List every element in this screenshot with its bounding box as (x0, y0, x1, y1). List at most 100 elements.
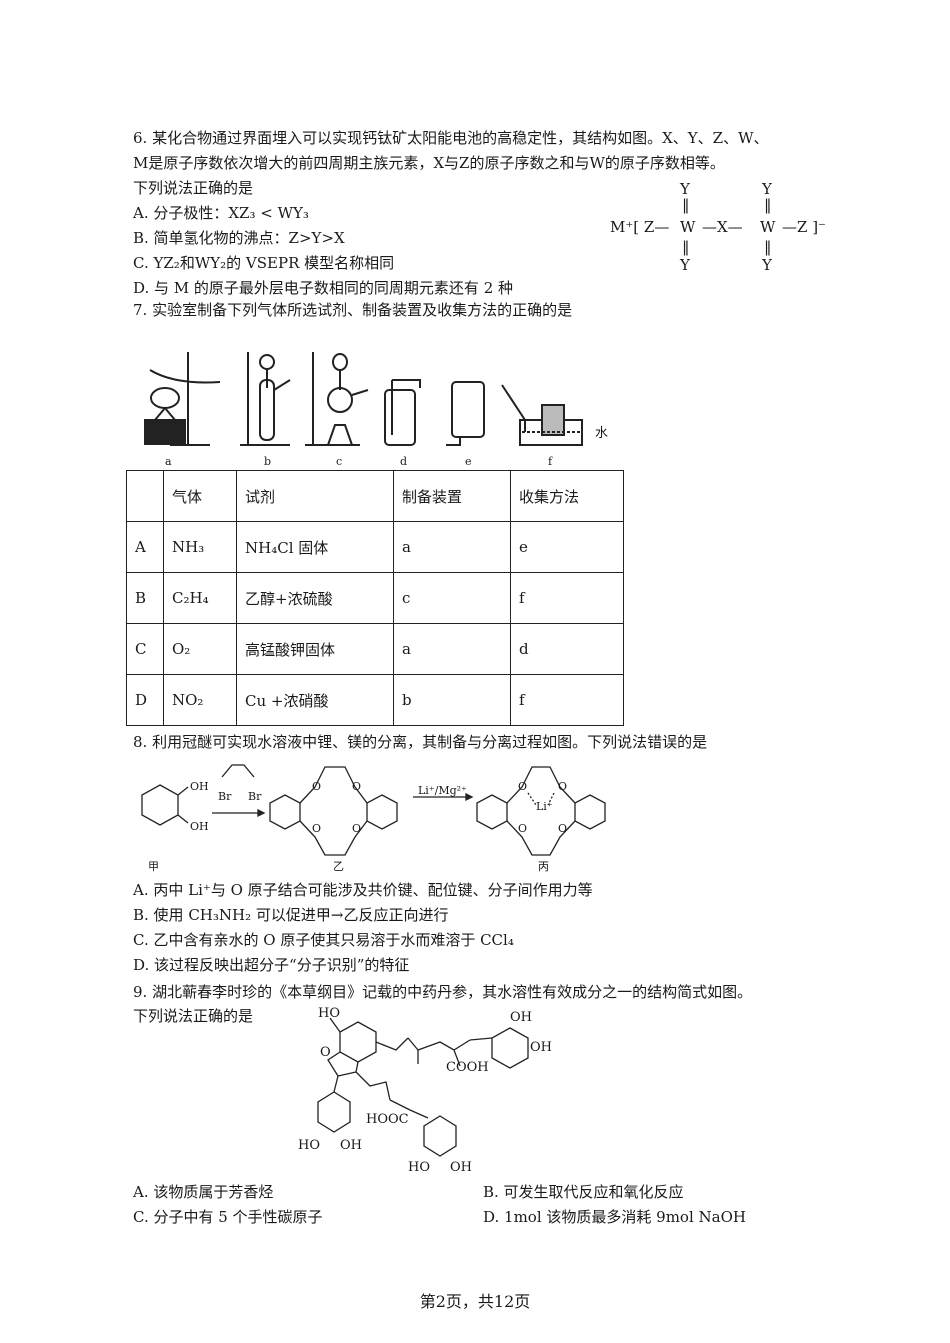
table-cell: d (510, 623, 624, 675)
q6-y-bottom-1: Y (680, 256, 690, 274)
q6-y-bottom-2: Y (762, 256, 772, 274)
q8-option-d: D. 该过程反映出超分子“分子识别”的特征 (133, 956, 410, 974)
q9-hooc: HOOC (366, 1112, 409, 1127)
q6-stem-line3: 下列说法正确的是 (133, 179, 254, 197)
table-header-cell (126, 470, 164, 522)
q8-oh-2: OH (190, 820, 209, 833)
q6-double-bond-4: ‖ (764, 238, 772, 256)
water-label: 水 (595, 426, 609, 441)
q6-structure-figure: Y ‖ Y ‖ M⁺[ Z— W —X— W —Z ]⁻ ‖ Y ‖ Y (610, 180, 850, 280)
q9-oh-right: OH (530, 1040, 552, 1055)
q8-o-2: O (352, 780, 362, 793)
q8-li-ion: Li⁺ (536, 800, 553, 813)
page-footer: 第2页，共12页 (419, 1292, 531, 1311)
q6-y-top-2: Y (762, 180, 772, 198)
q7-apparatus-figure: a (144, 352, 583, 455)
apparatus-label-d: d (400, 455, 408, 468)
q6-y-top-1: Y (680, 180, 690, 198)
q6-stem-line2: M是原子序数依次增大的前四周期主族元素，X与Z的原子序数之和与W的原子序数相等。 (133, 154, 725, 172)
table-cell: f (510, 674, 624, 726)
apparatus-f-icon (501, 384, 583, 446)
table-row: B C₂H₄ 乙醇+浓硫酸 c f (126, 572, 624, 624)
table-cell: c (393, 572, 511, 624)
q8-label-jia: 甲 (148, 860, 159, 873)
q9-ho-bottom-left: HO (298, 1138, 320, 1153)
q9-option-a: A. 该物质属于芳香烃 (133, 1183, 274, 1201)
q9-stem-line1: 9. 湖北蕲春李时珍的《本草纲目》记载的中药丹参，其水溶性有效成分之一的结构简式… (133, 983, 753, 1001)
table-cell: D (126, 674, 164, 726)
q9-o-ring: O (320, 1045, 331, 1060)
q8-option-b: B. 使用 CH₃NH₂ 可以促进甲→乙反应正向进行 (133, 906, 449, 924)
q9-oh-bottom-left: OH (340, 1138, 362, 1153)
apparatus-label-a: a (165, 455, 172, 468)
q9-oh-top-right: OH (510, 1010, 532, 1025)
table-cell: Cu +浓硝酸 (236, 674, 394, 726)
q9-stem-line2: 下列说法正确的是 (133, 1007, 254, 1025)
q8-br-2: Br (248, 790, 262, 803)
q9-ho-bottom: HO (408, 1160, 430, 1175)
table-row: C O₂ 高锰酸钾固体 a d (126, 623, 624, 675)
q6-struct-x: —X— (702, 218, 743, 236)
q6-double-bond-2: ‖ (764, 196, 772, 214)
q9-structure-figure (317, 1017, 529, 1157)
table-cell: A (126, 521, 164, 573)
q9-ho-top: HO (318, 1006, 340, 1021)
table-header-cell: 气体 (163, 470, 237, 522)
q6-struct-right: —Z ]⁻ (782, 218, 826, 236)
table-cell: f (510, 572, 624, 624)
table-cell: e (510, 521, 624, 573)
table-header-cell: 试剂 (236, 470, 394, 522)
q8-oh-1: OH (190, 780, 209, 793)
q8-o-8: O (558, 822, 568, 835)
table-cell: C (126, 623, 164, 675)
table-row: A NH₃ NH₄Cl 固体 a e (126, 521, 624, 573)
q6-struct-left: M⁺[ Z— (610, 218, 670, 236)
q9-cooh: COOH (446, 1060, 489, 1075)
q8-label-yi: 乙 (333, 860, 344, 873)
q8-br-1: Br (218, 790, 232, 803)
table-cell: 高锰酸钾固体 (236, 623, 394, 675)
apparatus-label-c: c (336, 455, 343, 468)
table-cell: a (393, 623, 511, 675)
table-row: D NO₂ Cu +浓硝酸 b f (126, 674, 624, 726)
q8-o-5: O (518, 780, 528, 793)
q6-option-d: D. 与 M 的原子最外层电子数相同的同周期元素还有 2 种 (133, 279, 514, 297)
apparatus-label-e: e (465, 455, 472, 468)
apparatus-b-icon (240, 352, 291, 446)
apparatus-e-icon (446, 381, 485, 446)
table-cell: 乙醇+浓硫酸 (236, 572, 394, 624)
q8-label-bing: 丙 (538, 860, 549, 873)
q9-option-d: D. 1mol 该物质最多消耗 9mol NaOH (483, 1208, 746, 1226)
q9-oh-bottom: OH (450, 1160, 472, 1175)
q6-option-c: C. YZ₂和WY₂的 VSEPR 模型名称相同 (133, 254, 395, 272)
table-cell: b (393, 674, 511, 726)
q7-table: 气体 试剂 制备装置 收集方法 A NH₃ NH₄Cl 固体 a e B C₂H… (126, 470, 624, 726)
table-cell: NH₄Cl 固体 (236, 521, 394, 573)
q8-o-7: O (518, 822, 528, 835)
q8-arrow-label: Li⁺/Mg²⁺ (418, 784, 467, 797)
q6-option-a: A. 分子极性：XZ₃ < WY₃ (133, 204, 309, 222)
q7-stem: 7. 实验室制备下列气体所选试剂、制备装置及收集方法的正确的是 (133, 301, 573, 319)
q8-o-4: O (352, 822, 362, 835)
q9-option-b: B. 可发生取代反应和氧化反应 (483, 1183, 684, 1201)
table-cell: B (126, 572, 164, 624)
apparatus-a-icon (144, 352, 221, 446)
q6-double-bond-1: ‖ (682, 196, 690, 214)
q6-struct-w1: W (680, 218, 696, 236)
apparatus-label-b: b (264, 455, 272, 468)
table-cell: NO₂ (163, 674, 237, 726)
apparatus-label-f: f (548, 455, 553, 468)
table-header-row: 气体 试剂 制备装置 收集方法 (126, 470, 624, 522)
q8-o-6: O (558, 780, 568, 793)
q6-double-bond-3: ‖ (682, 238, 690, 256)
q6-struct-w2: W (760, 218, 776, 236)
q8-o-1: O (312, 780, 322, 793)
q8-scheme-figure (141, 764, 606, 856)
table-header-cell: 制备装置 (393, 470, 511, 522)
q9-option-c: C. 分子中有 5 个手性碳原子 (133, 1208, 323, 1226)
q8-stem: 8. 利用冠醚可实现水溶液中锂、镁的分离，其制备与分离过程如图。下列说法错误的是 (133, 733, 708, 751)
apparatus-label-a: a (165, 454, 172, 455)
q6-stem-line1: 6. 某化合物通过界面埋入可以实现钙钛矿太阳能电池的高稳定性，其结构如图。X、Y… (133, 129, 769, 147)
table-cell: O₂ (163, 623, 237, 675)
table-cell: NH₃ (163, 521, 237, 573)
